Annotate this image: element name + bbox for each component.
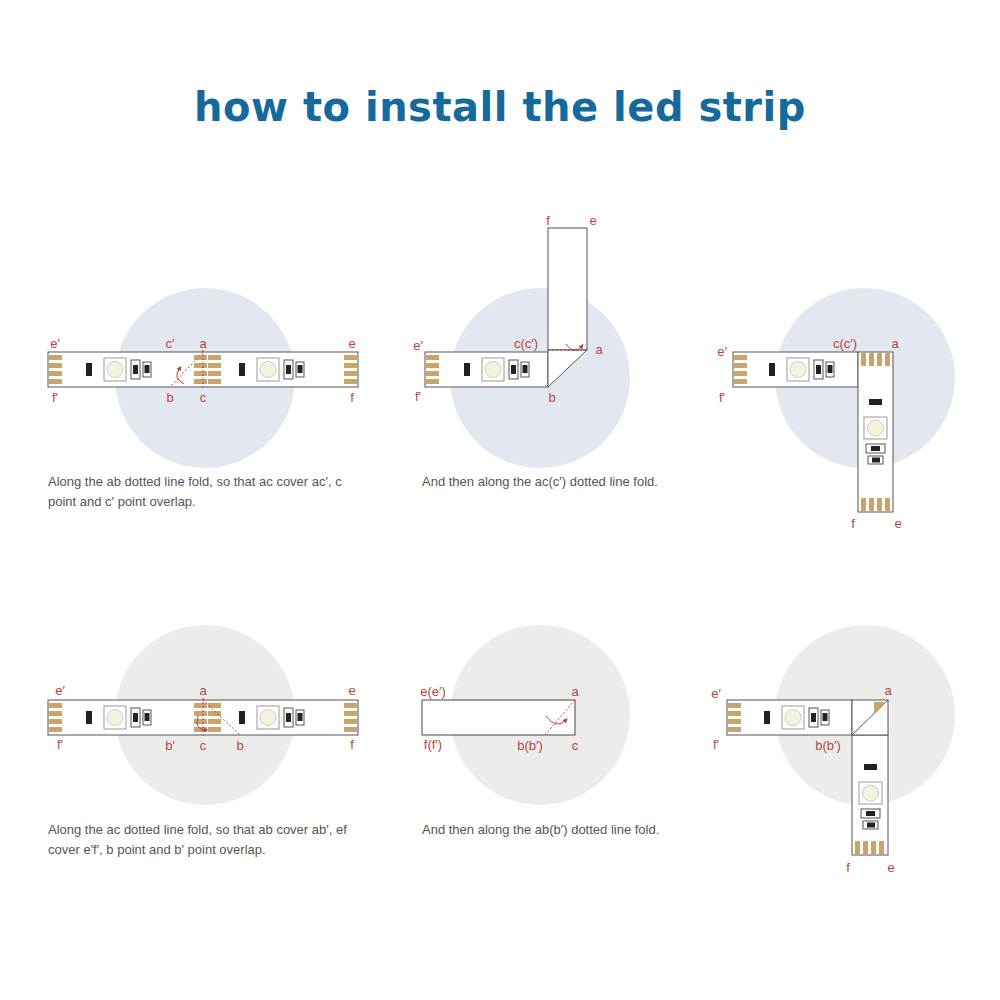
instruction-caption: And then along the ab(b′) dotted line fo… [422, 820, 742, 840]
point-label: a [571, 685, 578, 698]
point-label: f(f′) [424, 738, 442, 751]
point-label: e′ [50, 337, 60, 350]
point-label: e [589, 214, 596, 227]
point-label: b(b′) [517, 739, 543, 752]
point-label: e [894, 517, 901, 530]
point-label: b [166, 391, 173, 404]
point-label: f′ [713, 738, 719, 751]
point-label: a [595, 343, 602, 356]
point-label: b(b′) [815, 739, 841, 752]
point-label: f [350, 391, 354, 404]
point-label: c [200, 391, 207, 404]
point-label: e [348, 684, 355, 697]
point-label: a [891, 337, 898, 350]
point-label: a [199, 684, 206, 697]
point-label: f [350, 738, 354, 751]
point-label: c(c′) [514, 337, 538, 350]
point-label: c(c′) [833, 337, 857, 350]
point-label: f′ [52, 391, 58, 404]
point-label: e(e′) [420, 685, 446, 698]
point-label: e [887, 861, 894, 874]
point-label: b [548, 391, 555, 404]
point-label: f [546, 214, 550, 227]
point-label: b [236, 739, 243, 752]
point-label: f′ [57, 738, 63, 751]
point-label: f [846, 861, 850, 874]
point-label: c [572, 739, 579, 752]
instruction-caption: Along the ab dotted line fold, so that a… [48, 472, 368, 512]
point-label: c [200, 739, 207, 752]
point-label: e′ [413, 339, 423, 352]
point-label: a [884, 684, 891, 697]
point-label: e′ [711, 687, 721, 700]
point-label: c′ [166, 337, 175, 350]
point-label: a [199, 337, 206, 350]
point-label: e′ [717, 345, 727, 358]
point-label: e [348, 337, 355, 350]
instruction-caption: And then along the ac(c′) dotted line fo… [422, 472, 742, 492]
point-label: e′ [55, 684, 65, 697]
point-label: f′ [719, 391, 725, 404]
point-label: f [851, 517, 855, 530]
point-label: b′ [165, 739, 175, 752]
point-label: f′ [415, 390, 421, 403]
page-title: how to install the led strip [0, 84, 1000, 130]
instruction-caption: Along the ac dotted line fold, so that a… [48, 820, 368, 860]
